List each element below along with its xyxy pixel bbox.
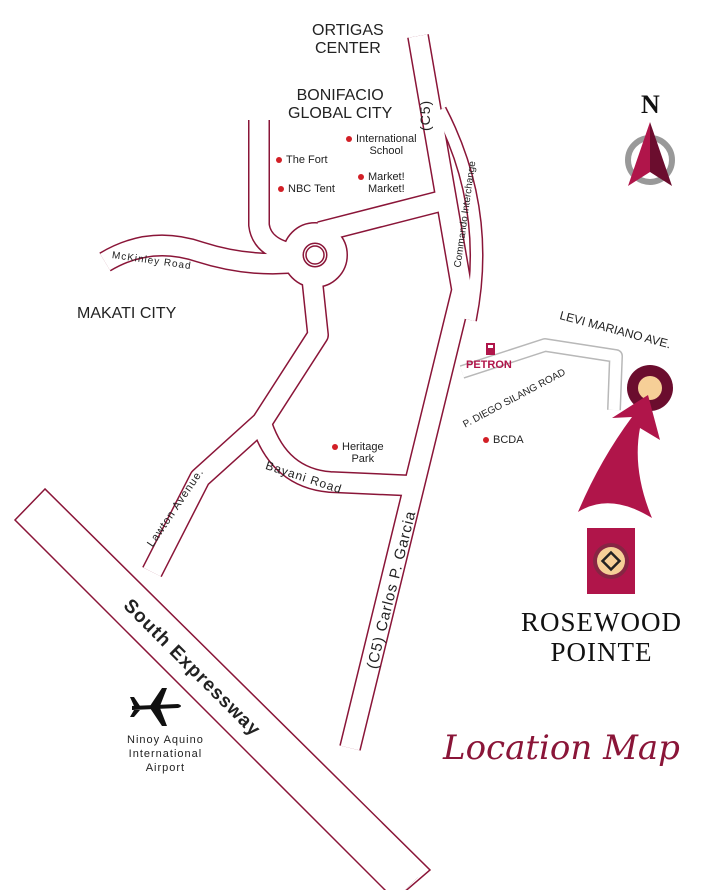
compass-north-label: N xyxy=(641,90,660,119)
poi-dot-icon xyxy=(276,157,282,164)
poi-dot-icon xyxy=(358,174,364,181)
label-c5-top: (C5) xyxy=(417,99,433,131)
poi-dot-icon xyxy=(332,444,338,451)
label-naia-airport: Ninoy Aquino International Airport xyxy=(127,734,204,774)
south-expressway-outline xyxy=(13,487,432,890)
poi-dot-icon xyxy=(346,136,352,143)
label-makati-city: MAKATI CITY xyxy=(77,305,177,322)
poi-heritage-park: Heritage Park xyxy=(332,441,384,465)
label-bgc: BONIFACIO GLOBAL CITY xyxy=(288,87,393,122)
map-title: Location Map xyxy=(443,728,680,768)
brand-rosewood-pointe: ROSEWOOD POINTE xyxy=(521,607,682,667)
poi-the-fort: The Fort xyxy=(276,154,328,166)
airplane-icon xyxy=(130,688,181,726)
north-arrow-icon xyxy=(625,122,675,186)
direction-arrow-icon xyxy=(578,395,660,518)
rosewood-logo xyxy=(587,528,635,594)
poi-dot-icon xyxy=(483,437,489,444)
poi-bcda: BCDA xyxy=(483,434,524,446)
poi-dot-icon xyxy=(278,186,284,193)
location-pin-icon xyxy=(627,365,673,411)
label-ortigas-center: ORTIGAS CENTER xyxy=(312,22,384,57)
poi-international-school: International School xyxy=(346,133,417,157)
poi-nbc-tent: NBC Tent xyxy=(278,183,335,195)
poi-petron: PETRON xyxy=(466,359,512,371)
gas-station-icon xyxy=(486,343,495,355)
poi-market-market: Market! Market! xyxy=(358,171,405,195)
